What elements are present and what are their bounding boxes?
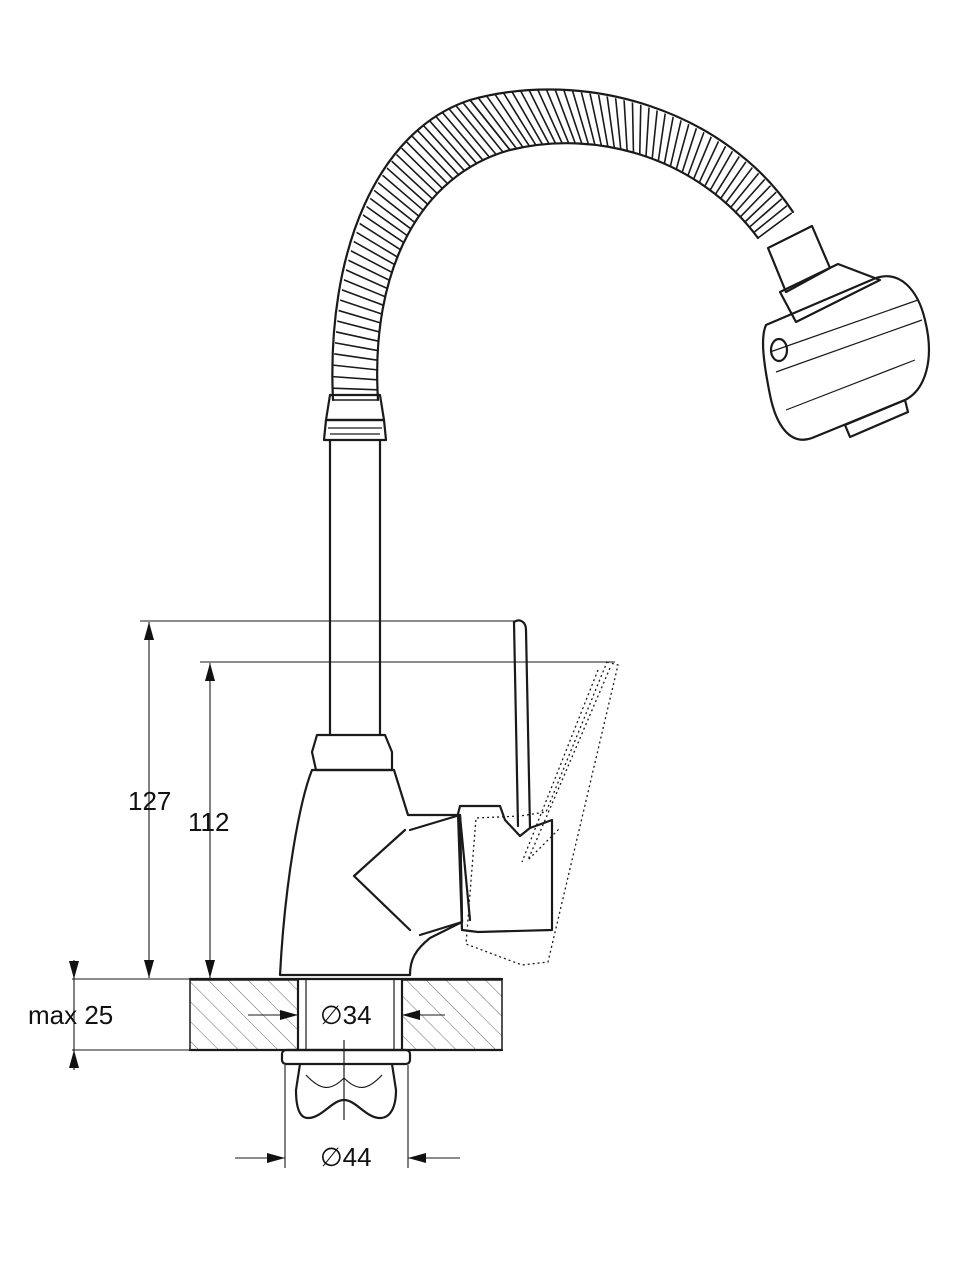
dimension-height-112	[200, 661, 615, 978]
hose-coil-ring	[462, 102, 504, 153]
hose-coil-ring	[563, 90, 583, 144]
hose-coil-ring	[528, 90, 557, 144]
hose-coil-ring	[336, 309, 381, 324]
hose-coil-ring	[709, 149, 735, 191]
label-max-25: max 25	[28, 1000, 113, 1030]
hose-coil-ring	[704, 144, 728, 187]
lever-alternate-position	[465, 661, 619, 966]
hose-coil-ring	[597, 93, 609, 147]
hose-coil-ring	[545, 90, 570, 144]
hose-coil-ring	[651, 108, 659, 159]
hose-coil-ring	[687, 130, 706, 176]
hose-coil-ring	[606, 94, 616, 149]
hose-coil-ring	[663, 114, 675, 164]
hose-coil-ring	[334, 319, 380, 333]
hose-coil-ring	[394, 152, 438, 195]
hose-coil-ring	[363, 204, 408, 237]
hose-coil-ring	[416, 129, 460, 176]
hose-coil-ring	[385, 166, 429, 205]
hose-coil-ring	[389, 159, 433, 200]
hose-coil-ring	[332, 352, 378, 361]
spout-tube	[322, 393, 388, 737]
hose-coil-ring	[435, 115, 478, 164]
hose-coil-ring	[744, 190, 778, 223]
hose-coil-ring	[571, 90, 590, 145]
hose-coil-ring	[669, 118, 683, 167]
hose-coil-ring	[739, 183, 773, 218]
spray-head	[761, 224, 930, 441]
lever-handle	[456, 619, 554, 934]
hose-coil-ring	[725, 165, 755, 204]
hose-coil-ring	[340, 277, 386, 298]
hose-coil-ring	[757, 211, 794, 239]
hose-coil-ring	[448, 108, 491, 158]
hose-coil-ring	[337, 298, 383, 315]
hose-coil-ring	[428, 120, 472, 168]
dimension-nut-diameter	[235, 1065, 460, 1168]
hose-coil-ring	[698, 139, 721, 183]
hose-coil-ring	[485, 95, 524, 148]
dimension-height-127	[140, 620, 515, 980]
hose-coil-ring	[333, 341, 378, 352]
hose-coil-ring	[441, 111, 484, 161]
hose-coil-ring	[502, 92, 537, 146]
hose-coil-ring	[345, 258, 390, 281]
hose-coil-ring	[692, 134, 713, 180]
hose-coil-ring	[333, 330, 379, 342]
hose-coil-ring	[580, 90, 596, 146]
hose-coil-ring	[455, 104, 497, 156]
hose-coil-ring	[332, 364, 378, 371]
mounting-nut	[280, 1040, 412, 1120]
hose-coil-ring	[657, 111, 667, 162]
hose-coil-ring	[511, 91, 544, 145]
hose-coil-ring	[347, 248, 393, 274]
hose-coil-ring	[371, 188, 416, 224]
label-112: 112	[188, 807, 229, 837]
hose-coil-ring	[588, 91, 603, 146]
label-127: 127	[128, 786, 171, 816]
hose-coil-ring	[537, 90, 563, 144]
label-diameter-44: ∅44	[320, 1142, 372, 1172]
hose-coil-ring	[614, 96, 622, 150]
hose-coil-ring	[405, 140, 449, 185]
hose-coil-ring	[519, 90, 550, 145]
hose-coil-ring	[422, 124, 466, 172]
dimension-hole-diameter	[248, 1010, 445, 1020]
hose-coil-ring	[631, 100, 635, 153]
hose-coil-ring	[675, 122, 691, 170]
hose-coil-ring	[339, 288, 384, 307]
hose-coil-ring	[681, 126, 698, 173]
hose-coil-ring	[356, 221, 401, 251]
hose-coil-ring	[353, 230, 398, 258]
hose-coil-ring	[753, 204, 789, 234]
hose-coil-ring	[343, 268, 388, 290]
hose-coil-ring	[719, 159, 748, 199]
hose-coil-ring	[360, 212, 405, 244]
label-diameter-34: ∅34	[320, 1000, 372, 1030]
hose-coil-ring	[380, 173, 424, 211]
hose-coil-ring	[400, 146, 443, 190]
hose-coil-ring	[554, 90, 577, 144]
hose-coil-ring	[623, 98, 628, 151]
hose-coil-ring	[645, 105, 650, 157]
hose-coil-ring	[411, 135, 454, 180]
hose-coil-ring	[469, 99, 511, 151]
hose-coil-ring	[730, 171, 761, 208]
flexible-hose	[331, 88, 795, 402]
faucet-body	[278, 733, 464, 977]
hose-coil-ring	[350, 239, 395, 266]
hose-coil-ring	[748, 197, 784, 228]
hose-coil-ring	[734, 177, 767, 213]
dimension-max-thickness	[69, 960, 190, 1070]
hose-coil-ring	[332, 387, 378, 391]
hose-coil-ring	[332, 375, 378, 381]
hose-coil-ring	[477, 97, 518, 150]
hose-coil-ring	[375, 180, 420, 217]
hose-coil-ring	[638, 103, 642, 155]
hose-coil-ring	[367, 196, 412, 230]
hose-coil-ring	[494, 93, 531, 147]
hose-coil-ring	[714, 154, 741, 195]
